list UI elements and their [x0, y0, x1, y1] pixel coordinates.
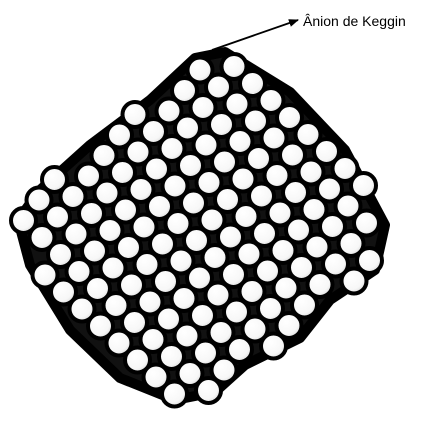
annotation-arrow [212, 20, 298, 50]
atom-sphere [196, 378, 221, 403]
atom-sphere [342, 269, 367, 294]
atom-sphere [261, 334, 286, 359]
sphere-group [11, 54, 382, 407]
keggin-anion-label: Ânion de Keggin [303, 13, 406, 29]
atom-sphere [162, 382, 187, 407]
